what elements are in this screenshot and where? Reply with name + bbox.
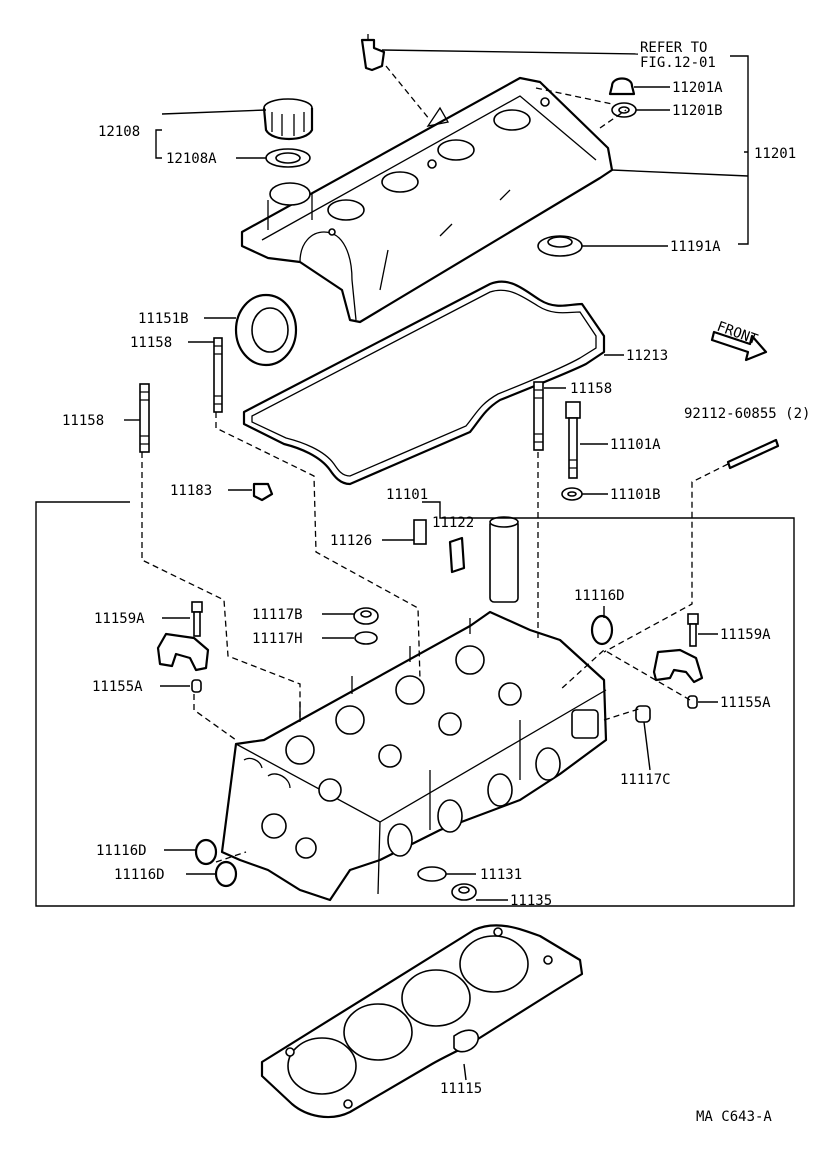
cylinder-head-11101[interactable] bbox=[220, 610, 608, 902]
figure-code: MA C643-A bbox=[696, 1109, 772, 1125]
label-12108A: 12108A bbox=[166, 151, 217, 167]
cover-gasket-11213[interactable] bbox=[242, 280, 606, 486]
label-11183: 11183 bbox=[170, 483, 212, 499]
label-11116D-top: 11116D bbox=[574, 588, 625, 604]
label-11117B: 11117B bbox=[252, 607, 303, 623]
label-11101B: 11101B bbox=[610, 487, 661, 503]
seal-11191A[interactable] bbox=[537, 235, 583, 257]
plug-11116D-b[interactable] bbox=[214, 860, 238, 888]
plug-11116D-a[interactable] bbox=[194, 838, 218, 866]
label-11155A-left: 11155A bbox=[92, 679, 143, 695]
plug-11117C[interactable] bbox=[635, 705, 651, 723]
stud-bolt-11158-right[interactable] bbox=[533, 381, 544, 451]
cylinder-head-group-frame bbox=[35, 501, 795, 907]
pin-11155A-right[interactable] bbox=[687, 695, 698, 709]
head-bolt-11101A[interactable] bbox=[565, 401, 581, 479]
dashed-guide-lines bbox=[141, 65, 729, 863]
label-11126: 11126 bbox=[330, 533, 372, 549]
sleeve-tube[interactable] bbox=[489, 516, 519, 603]
label-11101: 11101 bbox=[386, 487, 428, 503]
label-11117C: 11117C bbox=[620, 772, 671, 788]
bolt-11159A-left[interactable] bbox=[191, 601, 203, 637]
rocker-support-11159A-left[interactable] bbox=[156, 632, 210, 672]
oil-filler-cap-gasket[interactable] bbox=[265, 148, 311, 168]
front-direction-arrow: FRONT bbox=[710, 319, 768, 362]
plug-11116D-top[interactable] bbox=[590, 614, 614, 646]
cylinder-head-cover[interactable] bbox=[240, 76, 614, 324]
label-11135: 11135 bbox=[510, 893, 552, 909]
label-11213: 11213 bbox=[626, 348, 668, 364]
label-11158-top: 11158 bbox=[130, 335, 172, 351]
plug-11183[interactable] bbox=[252, 482, 274, 502]
stud-bolt-11158-left[interactable] bbox=[139, 383, 150, 453]
label-11117H: 11117H bbox=[252, 631, 303, 647]
plug-11131[interactable] bbox=[417, 866, 447, 882]
oil-filler-cap[interactable] bbox=[262, 98, 314, 141]
label-11116D-b: 11116D bbox=[114, 867, 165, 883]
label-11159A-left: 11159A bbox=[94, 611, 145, 627]
label-11191A: 11191A bbox=[670, 239, 721, 255]
label-11158-left: 11158 bbox=[62, 413, 104, 429]
rocker-support-11159A-right[interactable] bbox=[652, 648, 704, 684]
stud-92112[interactable] bbox=[726, 438, 780, 470]
label-11155A-right: 11155A bbox=[720, 695, 771, 711]
label-92112: 92112-60855 (2) bbox=[684, 406, 810, 422]
refer-line2: FIG.12-01 bbox=[640, 55, 716, 71]
label-11101A: 11101A bbox=[610, 437, 661, 453]
insert-11117B[interactable] bbox=[353, 607, 379, 625]
label-11201B: 11201B bbox=[672, 103, 723, 119]
cylinder-head-gasket-11115[interactable] bbox=[260, 924, 584, 1119]
label-11131: 11131 bbox=[480, 867, 522, 883]
ring-11117H[interactable] bbox=[354, 631, 378, 645]
dowel-pin-11126[interactable] bbox=[413, 519, 427, 545]
label-11158-right: 11158 bbox=[570, 381, 612, 397]
label-11122: 11122 bbox=[432, 515, 474, 531]
label-11201: 11201 bbox=[754, 146, 796, 162]
pin-11155A-left[interactable] bbox=[191, 679, 202, 693]
label-11201A: 11201A bbox=[672, 80, 723, 96]
label-11115: 11115 bbox=[440, 1081, 482, 1097]
grommet-11201A[interactable] bbox=[608, 77, 636, 96]
stud-bolt-11158-top[interactable] bbox=[213, 337, 223, 413]
leader-lines bbox=[124, 49, 749, 1081]
label-11151B: 11151B bbox=[138, 311, 189, 327]
bolt-11159A-right[interactable] bbox=[687, 613, 699, 647]
label-11116D-a: 11116D bbox=[96, 843, 147, 859]
guide-11122[interactable] bbox=[448, 536, 466, 574]
label-12108: 12108 bbox=[98, 124, 140, 140]
grommet-11201B[interactable] bbox=[611, 102, 637, 118]
sensor-plug[interactable] bbox=[360, 34, 386, 72]
refer-line1: REFER TO bbox=[640, 40, 707, 56]
plug-11135[interactable] bbox=[451, 883, 477, 901]
camshaft-oil-seal-11151B[interactable] bbox=[234, 293, 298, 367]
washer-11101B[interactable] bbox=[561, 487, 583, 501]
label-11159A-right: 11159A bbox=[720, 627, 771, 643]
